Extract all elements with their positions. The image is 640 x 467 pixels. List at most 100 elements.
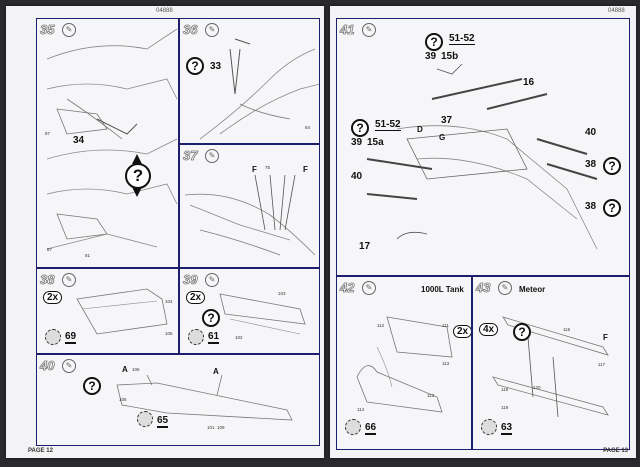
part-tag: 117 [598,362,606,367]
letter-mark: A [122,365,128,374]
part-label: 15a [367,137,384,148]
part-tag: 87 [45,131,51,136]
question-icon: ? [603,199,621,217]
step-42-drawing [356,316,453,413]
instruction-page-left: 04888 35 ✎ 34 ? 87 87 81 36 ✎ [6,6,324,458]
question-icon: ? [513,323,531,341]
part-label: 38 [585,201,597,212]
step-43-drawing [492,316,609,418]
part-tag: 105 [165,331,173,336]
letter-mark: D [417,125,423,134]
tool-icon: ✎ [362,281,376,295]
part-tag: 109 [217,425,225,430]
part-tag: 102 [235,335,243,340]
instruction-page-right: 04888 41 ✎ ? 51-52 39 15b ? 51-52 39 15a… [330,6,636,458]
part-label: 15b [441,51,459,62]
step-42-panel: 42 ✎ 1000L Tank 2x 112 111 113 114 113 6… [336,276,472,450]
letter-mark: F [603,333,608,342]
paint-ref: 65 [157,415,169,428]
part-tag: 75 [265,165,271,170]
step-38-panel: 38 ✎ 2x 69 104 105 [36,268,179,354]
tool-icon: ✎ [205,149,219,163]
step-38-drawing [76,288,168,335]
part-tag: 116 [563,327,571,332]
step-number: 37 [183,148,198,164]
part-33-label: 33 [210,61,222,72]
part-label: 40 [585,127,597,138]
tool-icon: ✎ [205,23,219,37]
multiplier-badge: 2x [186,291,206,304]
step-41-panel: 41 ✎ ? 51-52 39 15b ? 51-52 39 15a 16 37… [336,18,630,276]
part-tag: 106 [119,397,127,402]
step-40-drawing [116,374,293,421]
multiplier-badge: 4x [479,323,499,336]
step-number: 35 [40,22,55,38]
part-label: 39 [425,51,437,62]
page-number: PAGE 13 [603,448,628,454]
question-icon: ? [202,309,220,327]
tool-icon: ✎ [62,359,76,373]
part-range-label: 51-52 [375,119,401,131]
part-label: 16 [523,77,535,88]
kit-code: 04888 [608,8,625,14]
tool-icon: ✎ [62,23,76,37]
step-number: 39 [183,272,198,288]
paint-seal-icon [345,419,361,435]
step-39-drawing [219,293,306,335]
step-37-drawing [184,174,316,256]
step-36-drawing [199,38,319,140]
question-icon: ? [351,119,369,137]
paint-seal-icon [45,329,61,345]
part-tag: 104 [165,299,173,304]
part-tag: 101 [207,425,215,430]
step-title: Meteor [519,285,546,294]
part-tag: 111 [442,323,449,328]
tool-icon: ✎ [362,23,376,37]
kit-code: 04888 [156,8,173,14]
letter-mark: F [303,165,308,174]
question-icon: ? [425,33,443,51]
part-tag: 120 [533,385,541,390]
step-number: 41 [340,22,355,38]
step-number: 38 [40,272,55,288]
step-title: 1000L Tank [421,285,464,294]
question-icon: ? [603,157,621,175]
part-tag: 106 [132,367,140,372]
part-range-label: 51-52 [449,33,475,45]
paint-seal-icon [188,329,204,345]
page-number: PAGE 12 [28,448,53,454]
tool-icon: ✎ [62,273,76,287]
paint-ref: 66 [365,422,377,435]
paint-ref: 63 [501,422,513,435]
step-number: 43 [476,280,491,296]
step-number: 42 [340,280,355,296]
part-label: 39 [351,137,363,148]
letter-mark: F [252,165,257,174]
step-43-panel: 43 ✎ Meteor 4x ? F 116 117 119 120 119 6… [472,276,630,450]
part-label: 37 [441,115,453,126]
part-tag: 87 [47,247,53,252]
step-36-panel: 36 ✎ ? 33 84 [179,18,320,144]
letter-mark: A [213,367,219,376]
letter-mark: G [439,133,446,142]
tool-icon: ✎ [205,273,219,287]
part-tag: 103 [278,291,286,296]
part-tag: 113 [442,361,450,366]
paint-ref: 61 [208,331,220,344]
question-icon: ? [125,163,151,189]
step-40-panel: 40 ✎ ? A A 106 106 101 109 65 [36,354,320,446]
part-tag: 112 [377,323,385,328]
part-tag: 113 [427,393,435,398]
multiplier-badge: 2x [43,291,63,304]
part-tag: 81 [85,253,91,258]
part-label: 38 [585,159,597,170]
part-tag: 119 [501,387,509,392]
question-icon: ? [83,377,101,395]
step-37-panel: 37 ✎ F F 75 [179,144,320,268]
multiplier-badge: 2x [453,325,471,338]
question-icon: ? [186,57,204,75]
step-number: 36 [183,22,198,38]
paint-seal-icon [481,419,497,435]
step-41-drawing [366,63,598,250]
step-35-drawing [46,28,178,250]
